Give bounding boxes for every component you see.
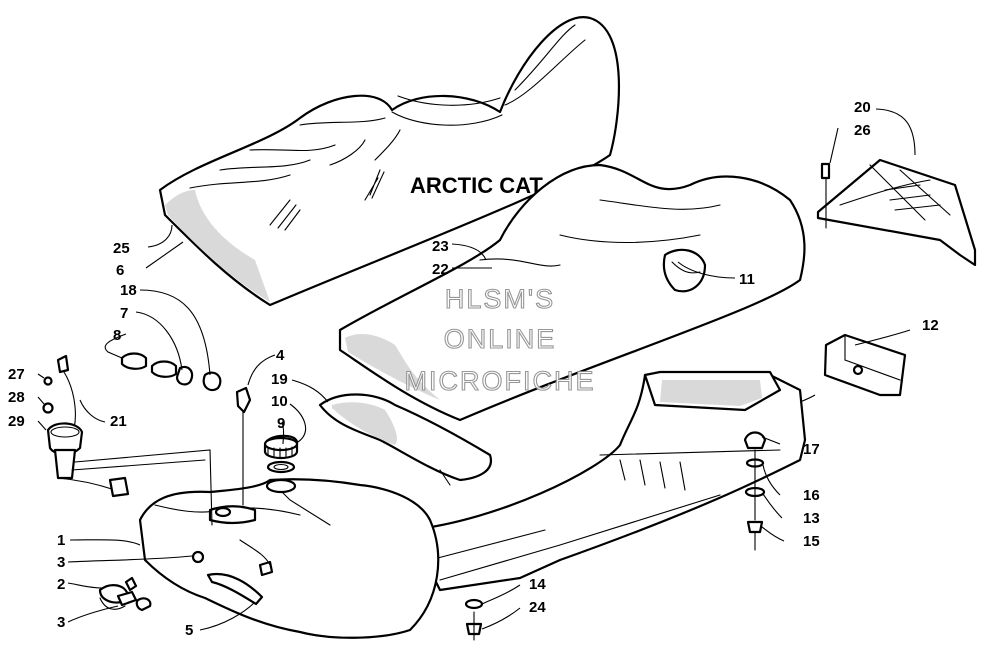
callout-4: 4: [276, 347, 285, 364]
arctic-cat-logo-text: ARCTIC CAT: [410, 173, 543, 198]
callout-9: 9: [277, 415, 285, 432]
rear-bracket: [816, 158, 977, 267]
fuel-cap: [263, 434, 299, 474]
callout-25: 25: [113, 240, 130, 257]
tray: [408, 370, 807, 592]
callout-21: 21: [110, 413, 127, 430]
vent-fittings: [120, 352, 252, 506]
callout-5: 5: [185, 622, 193, 639]
seat-cover: ARCTIC CAT: [158, 16, 621, 307]
watermark-line-3: MICROFICHE: [405, 366, 596, 396]
callout-3-lower: 3: [57, 614, 65, 631]
callout-12: 12: [922, 317, 939, 334]
callout-29: 29: [8, 413, 25, 430]
callout-24: 24: [529, 599, 546, 616]
callout-26: 26: [854, 122, 871, 139]
callout-2: 2: [57, 576, 65, 593]
callout-7: 7: [120, 305, 128, 322]
callout-28: 28: [8, 389, 25, 406]
callout-6: 6: [116, 262, 124, 279]
callout-15: 15: [803, 533, 820, 550]
callout-17: 17: [803, 441, 820, 458]
fuel-gauge: [42, 354, 213, 526]
callout-18: 18: [120, 282, 137, 299]
callout-11: 11: [739, 271, 755, 288]
callout-23: 23: [432, 238, 449, 255]
callout-3-upper: 3: [57, 554, 65, 571]
rubber-block: [823, 333, 907, 397]
callout-16: 16: [803, 487, 820, 504]
fuel-petcock: [98, 576, 152, 612]
hardware: [464, 431, 767, 641]
watermark-line-2: ONLINE: [444, 324, 557, 354]
callout-22: 22: [432, 261, 449, 278]
callout-8: 8: [113, 327, 121, 344]
watermark-line-1: HLSM'S: [445, 284, 555, 314]
fuel-tank: [138, 478, 440, 639]
rear-seat-piece: [318, 393, 493, 486]
seat-base: [338, 163, 806, 422]
callout-13: 13: [803, 510, 820, 527]
watermark: HLSM'S ONLINE MICROFICHE: [404, 283, 596, 396]
callout-14: 14: [529, 576, 546, 593]
callout-19: 19: [271, 371, 288, 388]
callout-10: 10: [271, 393, 288, 410]
callout-20: 20: [854, 99, 871, 116]
callout-1: 1: [57, 532, 65, 549]
callout-27: 27: [8, 366, 25, 383]
callout-labels: 25 6 23 22 11 20 26 12 18 7 8 4 19 10 9 …: [8, 99, 939, 639]
leader-lines: [37, 108, 916, 631]
